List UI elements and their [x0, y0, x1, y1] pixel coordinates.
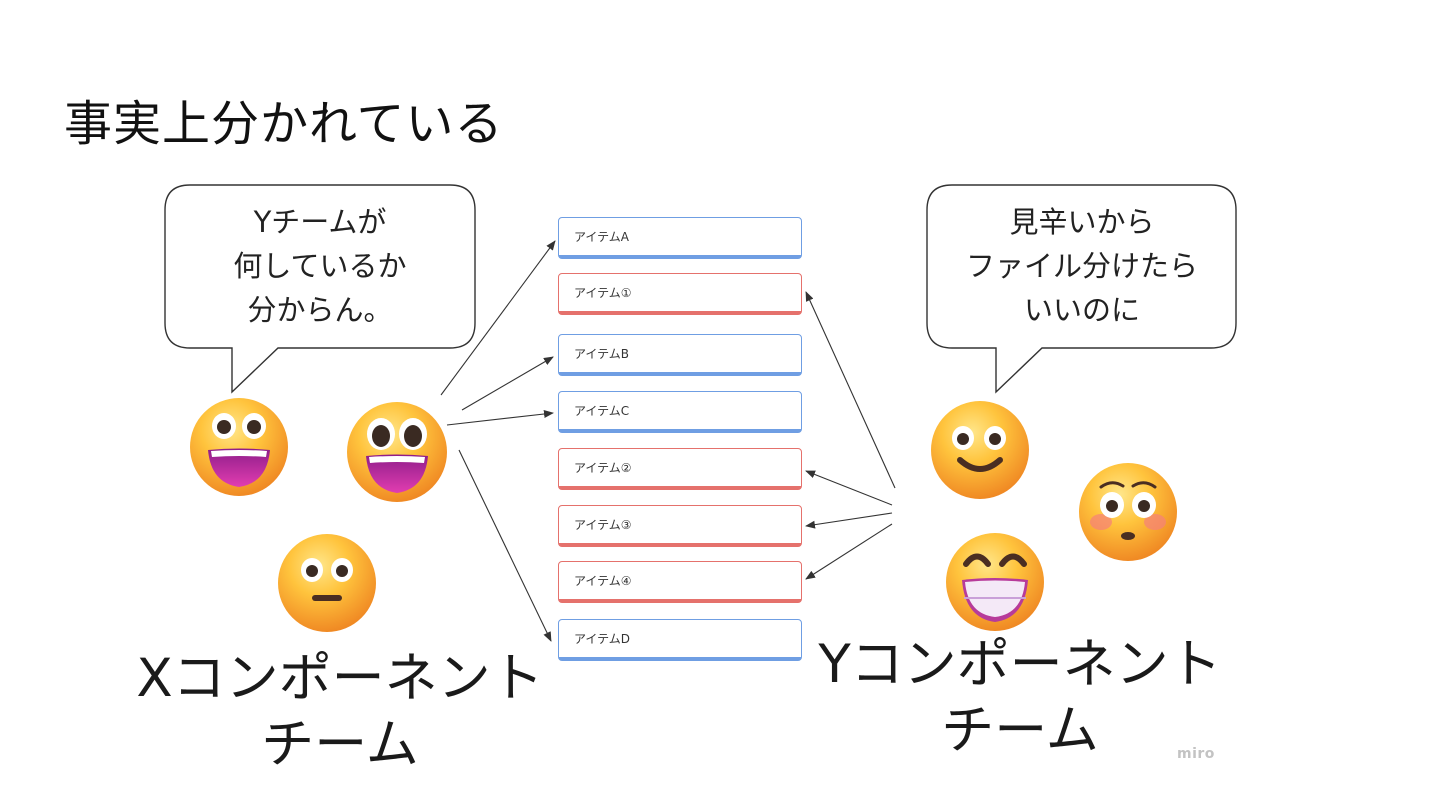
item-card-3[interactable]: アイテム③	[558, 505, 802, 547]
bubble-line: いいのに	[1023, 293, 1140, 327]
item-card-d[interactable]: アイテムD	[558, 619, 802, 661]
arrow-x-to-item-a	[440, 240, 556, 396]
y-team-label: Yコンポーネント チーム	[810, 632, 1230, 764]
item-card-a[interactable]: アイテムA	[558, 217, 802, 259]
arrows-x-team	[440, 240, 556, 642]
item-card-4[interactable]: アイテム④	[558, 561, 802, 603]
item-label: アイテムA	[574, 230, 630, 244]
team-label-line: チーム	[261, 714, 419, 775]
item-card-c[interactable]: アイテムC	[558, 391, 802, 433]
arrow-x-to-item-c	[446, 410, 554, 426]
slide-title: 事実上分かれている	[64, 96, 504, 152]
x-team-label: Xコンポーネント チーム	[130, 646, 550, 778]
item-label: アイテム④	[574, 574, 632, 588]
speech-bubble-y-team	[926, 184, 1237, 394]
speech-bubble-x-team	[164, 184, 476, 394]
speech-bubble-y-team-text: 見辛いから ファイル分けたら いいのに	[927, 200, 1237, 332]
item-card-b[interactable]: アイテムB	[558, 334, 802, 376]
arrow-x-to-item-d	[458, 449, 552, 642]
item-label: アイテムD	[574, 632, 631, 646]
grinning-face-big-eyes-icon	[190, 398, 288, 496]
bubble-line: 何しているか	[233, 249, 407, 283]
item-label: アイテムC	[574, 404, 630, 418]
slightly-smiling-face-icon	[931, 401, 1029, 499]
bubble-line: Yチームが	[253, 205, 387, 239]
item-label: アイテム②	[574, 461, 632, 475]
speech-bubble-x-team-text: Yチームが 何しているか 分からん。	[165, 200, 475, 332]
miro-watermark: miro	[1177, 746, 1215, 762]
arrow-y-to-item-3	[805, 512, 893, 529]
arrow-y-to-item-4	[805, 523, 893, 580]
team-label-line: チーム	[941, 700, 1099, 761]
arrow-y-to-item-2	[805, 470, 893, 506]
grinning-face-big-eyes-icon	[347, 402, 447, 502]
item-label: アイテム③	[574, 518, 632, 532]
neutral-face-icon	[278, 534, 376, 632]
beaming-face-icon	[946, 533, 1044, 631]
bubble-line: 分からん。	[247, 293, 393, 327]
arrow-x-to-item-b	[461, 356, 554, 411]
arrows-y-team	[805, 291, 896, 580]
bubble-line: 見辛いから	[1009, 205, 1155, 239]
bubble-line: ファイル分けたら	[965, 249, 1198, 283]
flushed-face-icon	[1079, 463, 1177, 561]
team-label-line: Xコンポーネント	[136, 648, 544, 709]
item-card-1[interactable]: アイテム①	[558, 273, 802, 315]
arrow-y-to-item-1	[805, 291, 896, 489]
team-label-line: Yコンポーネント	[818, 634, 1222, 695]
item-label: アイテムB	[574, 347, 630, 361]
item-label: アイテム①	[574, 286, 632, 300]
item-card-2[interactable]: アイテム②	[558, 448, 802, 490]
